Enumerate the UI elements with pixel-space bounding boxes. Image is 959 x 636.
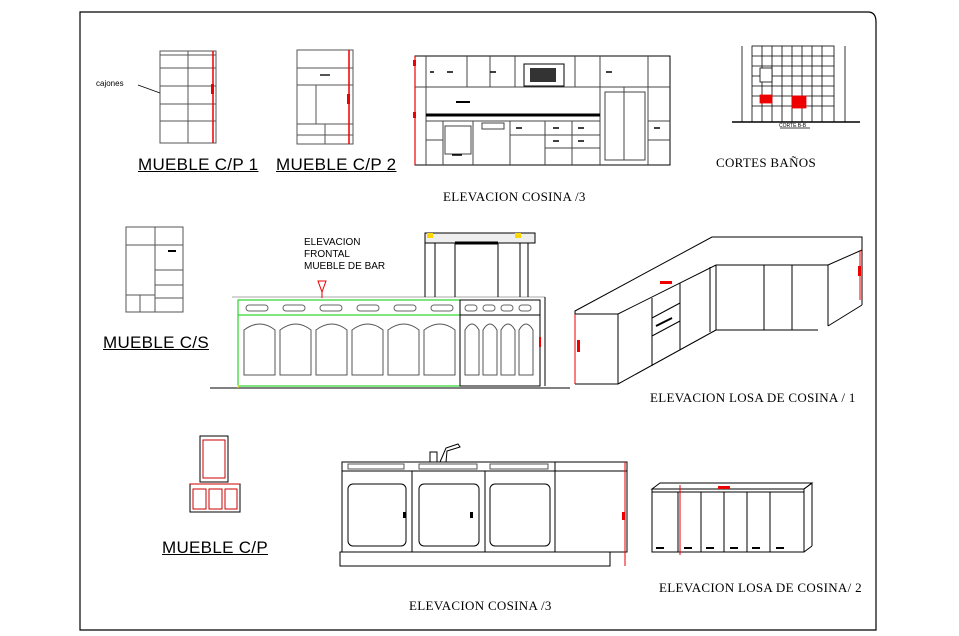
elevacion-losa-1-drawing (574, 236, 863, 385)
elevacion-cocina-top-title: ELEVACION COSINA /3 (443, 189, 586, 204)
elevacion-cocina-bottom-title: ELEVACION COSINA /3 (409, 598, 552, 613)
elevacion-cocina-top-drawing (413, 55, 671, 166)
mueble-cp2-drawing (296, 49, 354, 145)
elevacion-frontal-line2: FRONTAL (304, 249, 350, 260)
mueble-cs-title: MUEBLE C/S (103, 333, 209, 352)
elevacion-losa-2-drawing (650, 482, 814, 555)
mueble-bar-drawing (210, 232, 570, 389)
elevacion-cocina-bottom-drawing (339, 443, 628, 567)
cortes-banos-drawing (732, 45, 860, 129)
mueble-cp2-title: MUEBLE C/P 2 (276, 155, 397, 174)
elevacion-frontal-line1: ELEVACION (304, 237, 361, 248)
elevacion-losa-1-title: ELEVACION LOSA DE COSINA / 1 (650, 390, 856, 405)
mueble-cs-drawing (125, 226, 184, 313)
elevacion-frontal-line3: MUEBLE DE BAR (304, 261, 386, 272)
cajones-label: cajones (96, 79, 124, 88)
corte-tag: CORTE B-B (779, 123, 807, 129)
elevacion-losa-2-title: ELEVACION LOSA DE COSINA/ 2 (659, 580, 862, 595)
mueble-cp-title: MUEBLE C/P (162, 538, 268, 557)
mueble-cp1-drawing (137, 50, 217, 144)
sheet-border (79, 11, 877, 631)
mueble-cp1-title: MUEBLE C/P 1 (138, 155, 259, 174)
mueble-cp-drawing (189, 435, 241, 513)
cortes-banos-title: CORTES BAÑOS (716, 155, 816, 170)
